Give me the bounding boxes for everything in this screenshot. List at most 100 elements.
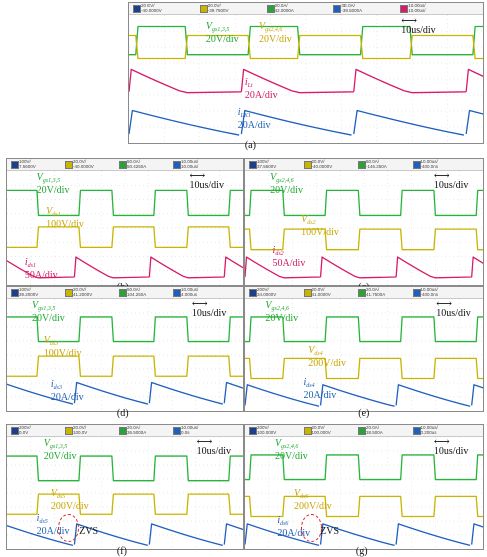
channel-swatch bbox=[133, 5, 141, 13]
scope-setting: 10.00us/ bbox=[420, 425, 438, 430]
scope-setting: 50.0A/ bbox=[366, 159, 380, 164]
green-waveform bbox=[245, 454, 483, 481]
red-waveform bbox=[129, 68, 483, 94]
time-division-label: 10us/div bbox=[433, 446, 469, 458]
signal-symbol: V bbox=[270, 172, 277, 184]
signal-subscript: ds1 bbox=[27, 263, 36, 270]
signal-symbol: V bbox=[43, 438, 50, 450]
status-cell: 10.00us/10.00us/ bbox=[181, 159, 198, 170]
scope-screen bbox=[245, 171, 483, 285]
time-division-label: 10us/div bbox=[436, 308, 471, 320]
green-waveform bbox=[245, 189, 483, 217]
scope-setting: 10.00us/ bbox=[408, 3, 426, 8]
scope-setting: 41.0000V bbox=[311, 291, 331, 297]
status-cell: 200V/34.0000V bbox=[257, 287, 276, 298]
signal-symbol: i bbox=[303, 376, 307, 388]
channel-swatch bbox=[358, 161, 366, 169]
scope-setting: 42.0000A bbox=[274, 7, 294, 13]
scope-setting: 20.0V/ bbox=[311, 159, 325, 164]
waveform-area bbox=[7, 171, 243, 285]
scope-setting: 20.0A/ bbox=[366, 287, 380, 292]
waveform-area bbox=[7, 299, 243, 411]
waveform-area bbox=[245, 171, 483, 285]
green-waveform bbox=[7, 189, 243, 217]
time-division-label: 10us/div bbox=[196, 446, 232, 458]
channel-swatch bbox=[119, 427, 127, 435]
green-waveform bbox=[245, 316, 483, 343]
channel-swatch bbox=[333, 5, 342, 13]
scope-setting: 10.00us/ bbox=[181, 287, 199, 292]
signal-symbol: V bbox=[258, 20, 266, 32]
scale-label: 20V/div bbox=[43, 451, 77, 463]
red-waveform bbox=[7, 256, 243, 279]
yellow-waveform bbox=[7, 226, 243, 249]
status-cell: 10.00us/-400.0ns bbox=[421, 287, 439, 298]
scope-setting: 36.5000A bbox=[127, 429, 147, 435]
signal-symbol: V bbox=[36, 172, 43, 184]
signal-subscript: gs2,4,6 bbox=[271, 306, 289, 313]
signal-subscript: gs2,4,6 bbox=[276, 178, 294, 185]
scale-label: 100V/div bbox=[301, 227, 339, 239]
scale-label: 20V/div bbox=[36, 185, 70, 197]
signal-symbol: V bbox=[205, 20, 212, 32]
scope-setting: 10.00us/ bbox=[420, 159, 438, 164]
scope-setting: 200V/ bbox=[19, 425, 31, 430]
scope-setting: 38.500A bbox=[366, 429, 383, 435]
scope-setting: 3E.0A/ bbox=[341, 3, 355, 8]
time-division-label: 10us/div bbox=[433, 180, 469, 192]
channel-swatch bbox=[65, 161, 73, 169]
double-arrow-icon: ⟷ bbox=[189, 170, 206, 183]
status-cell: 20 EV/-40.0000V bbox=[141, 3, 162, 14]
channel-swatch bbox=[199, 5, 208, 13]
signal-symbol: i bbox=[272, 244, 276, 256]
blue-waveform bbox=[129, 109, 483, 136]
scope-setting: 100V/ bbox=[19, 159, 31, 164]
scale-label: 20V/div bbox=[205, 33, 239, 45]
status-cell: 20.0A/36.5000A bbox=[127, 425, 147, 436]
scale-label: 20V/div bbox=[258, 33, 292, 45]
signal-subscript: ds4 bbox=[314, 350, 323, 357]
status-cell: 100V/39.2000V bbox=[19, 287, 38, 298]
status-cell: 10.00us/10.00us/ bbox=[408, 3, 426, 14]
channel-swatch bbox=[11, 289, 19, 297]
scope-setting: -40.0000V bbox=[73, 163, 94, 169]
scope-setting: 100V/ bbox=[19, 287, 31, 292]
channel-swatch bbox=[173, 289, 181, 297]
channel-swatch bbox=[358, 289, 366, 297]
green-waveform bbox=[7, 316, 243, 343]
channel-swatch bbox=[303, 161, 312, 169]
scale-label: 20A/div bbox=[36, 525, 70, 537]
scale-label: 20A/div bbox=[50, 392, 84, 404]
channel-swatch bbox=[358, 427, 366, 435]
scale-label: 20V/div bbox=[265, 313, 299, 325]
channel-swatch bbox=[412, 289, 421, 297]
scope-setting: 50.0A/ bbox=[127, 287, 141, 292]
time-division: ⟷10us/div bbox=[401, 15, 435, 36]
status-cell: 50.0A/50.4250A bbox=[127, 159, 146, 170]
zvs-highlight-ellipse bbox=[57, 513, 79, 543]
scope-setting: 20.0V/ bbox=[73, 287, 87, 292]
scope-setting: -146.250A bbox=[366, 163, 387, 169]
signal-symbol: V bbox=[46, 206, 53, 218]
status-cell: 20.0V/41.2000V bbox=[73, 287, 92, 298]
scope-setting: 37.5600V bbox=[257, 163, 277, 169]
scope-setting: 20.0A/ bbox=[127, 425, 141, 430]
channel-swatch bbox=[400, 5, 409, 13]
signal-symbol: i bbox=[50, 379, 54, 391]
scale-label: 20A/div bbox=[237, 119, 271, 131]
